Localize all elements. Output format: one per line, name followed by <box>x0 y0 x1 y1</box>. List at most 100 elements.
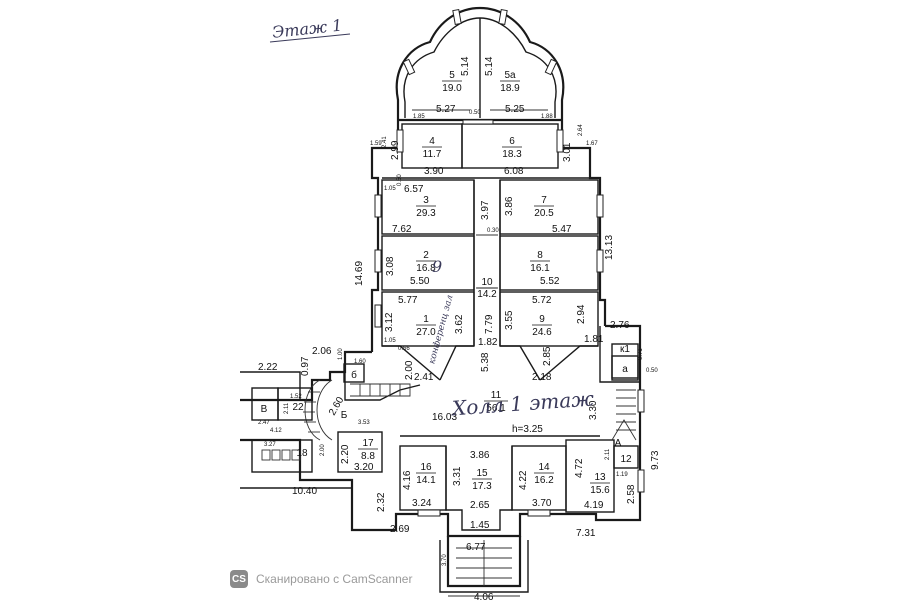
dim: 0.50 <box>469 110 481 116</box>
dim: 5.72 <box>532 295 552 306</box>
room-9-label: 924.6 <box>532 314 552 338</box>
svg-text:7: 7 <box>541 195 547 206</box>
svg-text:6: 6 <box>509 136 515 147</box>
svg-text:16: 16 <box>420 462 432 473</box>
svg-text:1: 1 <box>423 314 429 325</box>
dim: 3.01 <box>562 142 573 162</box>
room-5-label: 519.0 <box>442 70 462 94</box>
dim: 1.52 <box>290 394 302 400</box>
dim: 2.20 <box>340 444 351 464</box>
room-b-label: Б <box>341 410 348 421</box>
dimension-labels: 5.27 5.14 5.14 5.25 1.85 0.50 1.88 2.99 … <box>258 56 661 603</box>
dim: 16.03 <box>432 412 457 423</box>
dim: 2.06 <box>312 346 332 357</box>
dim: 1.05 <box>384 186 396 192</box>
svg-text:11: 11 <box>491 390 502 401</box>
svg-text:14.1: 14.1 <box>416 475 436 486</box>
room-a-label: а <box>622 364 628 375</box>
dim: 1.67 <box>586 141 598 147</box>
svg-text:4: 4 <box>429 136 435 147</box>
dim: 4.72 <box>574 458 585 478</box>
dim: 5.38 <box>480 352 491 372</box>
dim: 3.24 <box>412 498 432 509</box>
dim: 1.19 <box>616 472 628 478</box>
dim: 6.08 <box>504 166 524 177</box>
dim: 3.90 <box>424 166 444 177</box>
dim: 4.22 <box>518 470 529 490</box>
svg-text:15.6: 15.6 <box>590 485 610 496</box>
svg-text:8.8: 8.8 <box>361 451 375 462</box>
dim: 1.45 <box>470 520 490 531</box>
dim: 7.31 <box>576 528 596 539</box>
dim: 0.50 <box>397 174 403 186</box>
dim: 1.88 <box>541 114 553 120</box>
dim: 3.86 <box>504 196 515 216</box>
svg-text:29.3: 29.3 <box>416 208 436 219</box>
dim: 3.86 <box>470 450 490 461</box>
room-2-label: 216.8 <box>416 250 436 274</box>
dim: 10.40 <box>292 486 317 497</box>
dim: 2.22 <box>258 362 278 373</box>
dim: 3.70 <box>532 498 552 509</box>
room2-handwriting: 9 <box>432 257 442 276</box>
handwritten-notes: Холл 1 этаж 9 конференц зал <box>427 257 595 420</box>
svg-text:5a: 5a <box>504 70 516 81</box>
room-6s-label: б <box>351 369 357 381</box>
dim: 4.06 <box>474 592 494 603</box>
svg-text:56.1: 56.1 <box>486 403 506 414</box>
dim: 5.27 <box>436 104 456 115</box>
svg-text:8: 8 <box>537 250 543 261</box>
room-8-label: 816.1 <box>530 250 550 274</box>
dim: 5.50 <box>410 276 430 287</box>
dim: 4.12 <box>270 428 282 434</box>
room-18-label: 18 <box>296 448 308 459</box>
svg-text:9: 9 <box>539 314 545 325</box>
svg-text:5: 5 <box>449 70 455 81</box>
dim: 4.16 <box>402 470 413 490</box>
dim: h=3.25 <box>512 424 543 435</box>
dim: 9.73 <box>650 450 661 470</box>
west-stairs <box>303 363 411 441</box>
dim: 2.99 <box>390 140 401 160</box>
dim: 0.50 <box>646 368 658 374</box>
title-underline <box>269 33 351 43</box>
svg-text:20.5: 20.5 <box>534 208 554 219</box>
room-1-label: 127.0 <box>416 314 436 338</box>
svg-text:15: 15 <box>476 468 488 479</box>
dim: 2.41 <box>414 372 434 383</box>
dim: 0.56 <box>398 346 410 352</box>
dim: 3.08 <box>385 256 396 276</box>
dim: 3.70 <box>442 554 448 566</box>
room-11-label: 11 56.1 <box>484 390 508 414</box>
svg-text:3: 3 <box>423 195 429 206</box>
svg-text:18.3: 18.3 <box>502 149 522 160</box>
scanner-watermark: CS Сканировано с CamScanner <box>230 568 412 590</box>
dim: 1.82 <box>478 337 498 348</box>
dim: 2.85 <box>542 346 553 366</box>
room-3-label: 329.3 <box>416 195 436 219</box>
svg-text:16.8: 16.8 <box>416 263 436 274</box>
dim: 5.77 <box>398 295 418 306</box>
dim: 3.53 <box>358 420 370 426</box>
dim: 2.76 <box>610 320 630 331</box>
dim: 1.85 <box>413 114 425 120</box>
dim: 2.32 <box>376 492 387 512</box>
room-4-label: 411.7 <box>422 136 442 160</box>
room-k1-label: к1 <box>620 344 630 355</box>
dim: 7.62 <box>392 224 412 235</box>
entrance-porch <box>439 536 529 597</box>
svg-text:17: 17 <box>362 438 374 449</box>
west-annex <box>240 371 352 489</box>
dim: 14.69 <box>354 261 365 286</box>
room-7-label: 720.5 <box>534 195 554 219</box>
room-v-label: В <box>261 404 268 415</box>
dim: 5.14 <box>460 56 471 76</box>
dim: 1.05 <box>384 338 396 344</box>
hall-handwriting: Холл 1 этаж <box>449 386 595 420</box>
dim: 3.12 <box>384 312 395 332</box>
